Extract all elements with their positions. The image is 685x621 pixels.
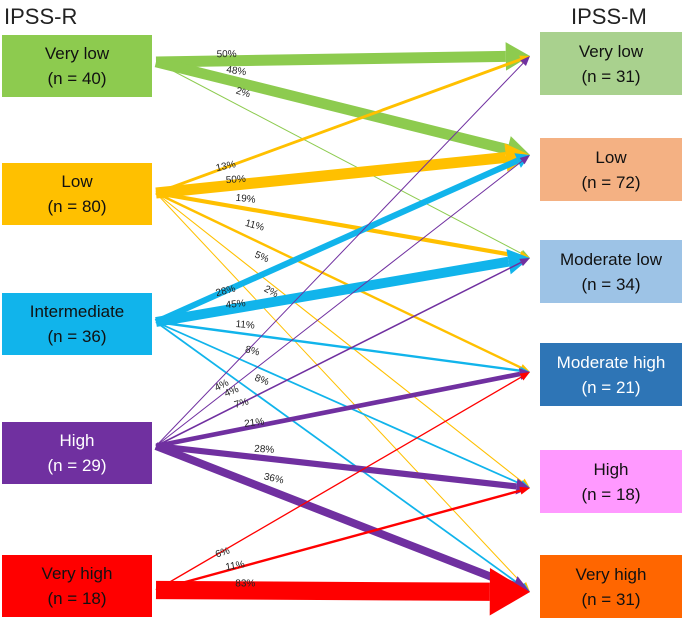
ipss-r-very-low-count: (n = 40)	[47, 69, 107, 88]
ipss-m-very-high-box: Very high (n = 31)	[540, 555, 682, 618]
flow-arrow-low-to-low	[155, 151, 507, 199]
flow-label-intermediate-to-low: 28%	[215, 284, 237, 300]
flow-arrow-low-to-very-low	[155, 58, 522, 195]
ipss-m-high-name: High	[593, 459, 629, 479]
ipss-r-very-low-box: Very low (n = 40)	[2, 35, 152, 97]
flow-arrow-very-high-to-moderate-high	[155, 376, 522, 591]
flow-label-low-to-very-low: 13%	[215, 159, 237, 174]
ipss-m-very-low-count: (n = 31)	[581, 66, 641, 86]
flow-label-high-to-moderate-high: 21%	[244, 417, 265, 430]
flow-arrow-low-to-high	[155, 192, 523, 483]
flow-label-very-high-to-moderate-high: 6%	[214, 546, 231, 561]
ipss-m-high-box: High (n = 18)	[540, 450, 682, 513]
ipss-m-moderate-low-name: Moderate low	[559, 249, 663, 269]
flow-label-very-low-to-very-low: 50%	[217, 49, 237, 60]
ipss-m-moderate-high-count: (n = 21)	[581, 377, 641, 397]
flow-arrow-intermediate-to-moderate-low	[155, 256, 510, 327]
flow-arrowhead-very-high-to-very-high	[489, 568, 530, 616]
flow-label-low-to-low: 50%	[225, 174, 246, 186]
flow-label-very-low-to-moderate-low: 2%	[234, 86, 251, 101]
flow-arrow-high-to-very-high	[154, 442, 516, 590]
flow-arrow-low-to-moderate-low	[155, 190, 521, 259]
ipss-m-moderate-high-box: Moderate high (n = 21)	[540, 343, 682, 406]
flow-label-high-to-high: 28%	[254, 444, 275, 456]
flow-arrow-high-to-very-low	[155, 62, 524, 447]
flow-arrow-very-low-to-very-low	[155, 50, 506, 68]
flow-arrow-intermediate-to-moderate-high	[155, 320, 521, 372]
flow-arrow-high-to-moderate-high	[155, 371, 521, 449]
flow-label-intermediate-to-moderate-low: 45%	[225, 298, 246, 311]
flow-label-high-to-low: 4%	[223, 384, 241, 400]
flow-arrow-intermediate-to-high	[155, 321, 522, 485]
flow-label-very-low-to-low: 48%	[226, 65, 248, 79]
flow-arrow-very-high-to-very-high	[155, 580, 490, 601]
ipss-m-high-count: (n = 18)	[581, 484, 641, 504]
flow-arrow-very-high-to-high	[155, 489, 521, 592]
ipss-r-low-box: Low (n = 80)	[2, 163, 152, 225]
ipss-m-very-high-name: Very high	[575, 564, 647, 584]
flow-label-very-high-to-high: 11%	[225, 559, 246, 573]
flow-arrow-high-to-moderate-low	[155, 261, 522, 447]
ipss-r-high-box: High (n = 29)	[2, 422, 152, 484]
flow-label-low-to-high: 5%	[253, 249, 271, 265]
ipss-r-very-low-name: Very low	[44, 44, 110, 63]
flow-arrowhead-intermediate-to-moderate-low	[506, 248, 530, 275]
ipss-r-very-high-name: Very high	[41, 564, 113, 583]
ipss-r-low-count: (n = 80)	[47, 197, 107, 216]
flow-label-low-to-moderate-low: 19%	[235, 193, 256, 206]
ipss-r-intermediate-count: (n = 36)	[47, 327, 107, 346]
flow-arrow-high-to-high	[155, 442, 517, 490]
flow-arrowhead-high-to-moderate-low	[519, 258, 530, 267]
ipss-r-high-name: High	[59, 431, 95, 450]
flow-label-intermediate-to-high: 8%	[244, 344, 261, 358]
flow-arrowhead-high-to-very-low	[520, 56, 530, 66]
ipss-m-low-name: Low	[595, 147, 627, 167]
ipss-m-low-count: (n = 72)	[581, 172, 641, 192]
flow-label-high-to-moderate-low: 7%	[233, 396, 250, 411]
ipss-m-moderate-low-box: Moderate low (n = 34)	[540, 240, 682, 303]
ipss-m-very-high-count: (n = 31)	[581, 589, 641, 609]
flow-label-intermediate-to-very-high: 8%	[253, 373, 271, 389]
ipss-m-title: IPSS-M	[571, 4, 647, 29]
ipss-r-title: IPSS-R	[4, 4, 78, 29]
ipss-m-very-low-box: Very low (n = 31)	[540, 32, 682, 95]
ipss-m-low-box: Low (n = 72)	[540, 138, 682, 201]
flow-arrowhead-very-high-to-moderate-high	[519, 372, 530, 381]
ipss-r-high-count: (n = 29)	[47, 456, 107, 475]
ipss-m-moderate-high-name: Moderate high	[556, 352, 666, 372]
flow-arrowhead-very-high-to-high	[519, 486, 530, 495]
flow-label-low-to-moderate-high: 11%	[244, 218, 266, 234]
ipss-r-intermediate-box: Intermediate (n = 36)	[2, 293, 152, 355]
ipss-r-very-high-count: (n = 18)	[47, 589, 107, 608]
ipss-m-very-low-name: Very low	[578, 41, 644, 61]
flow-arrowhead-high-to-low	[519, 155, 530, 165]
flow-arrow-intermediate-to-low	[154, 157, 519, 325]
flow-arrow-low-to-very-high	[155, 192, 524, 586]
ipss-r-low-name: Low	[61, 172, 93, 191]
ipss-r-intermediate-name: Intermediate	[29, 302, 125, 321]
flow-arrow-intermediate-to-very-high	[155, 321, 523, 587]
flow-label-high-to-very-high: 36%	[263, 471, 285, 486]
flow-arrow-low-to-moderate-high	[155, 191, 522, 369]
flow-arrow-high-to-low	[155, 160, 523, 447]
flow-arrow-very-low-to-low	[154, 56, 509, 155]
flow-label-intermediate-to-moderate-high: 11%	[235, 319, 255, 332]
flow-arrow-very-low-to-moderate-low	[155, 61, 522, 254]
flow-label-very-high-to-very-high: 83%	[235, 578, 255, 589]
ipss-m-moderate-low-count: (n = 34)	[581, 274, 641, 294]
ipss-r-very-high-box: Very high (n = 18)	[2, 555, 152, 617]
